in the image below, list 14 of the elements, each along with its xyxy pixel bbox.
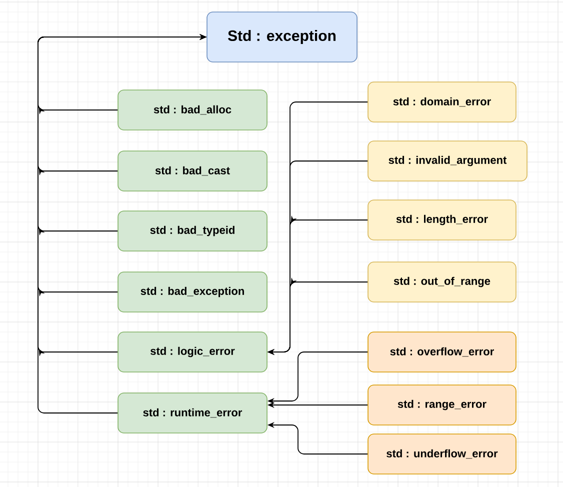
class-box: std : bad_typeid — [118, 210, 268, 252]
class-box: std : underflow_error — [368, 434, 516, 474]
class-box: std : overflow_error — [368, 332, 516, 372]
class-box: std : range_error — [368, 384, 516, 426]
class-box: std : out_of_range — [368, 262, 516, 302]
class-box: std : bad_cast — [118, 150, 268, 192]
class-box: std : bad_alloc — [118, 90, 268, 130]
class-box: Std : exception — [206, 12, 358, 62]
class-box: std : runtime_error — [118, 392, 268, 434]
class-box: std : length_error — [368, 200, 516, 240]
class-box: std : invalid_argument — [368, 140, 528, 182]
class-box: std : domain_error — [368, 82, 516, 122]
class-box: std : bad_exception — [118, 272, 268, 312]
class-box: std : logic_error — [118, 332, 268, 372]
